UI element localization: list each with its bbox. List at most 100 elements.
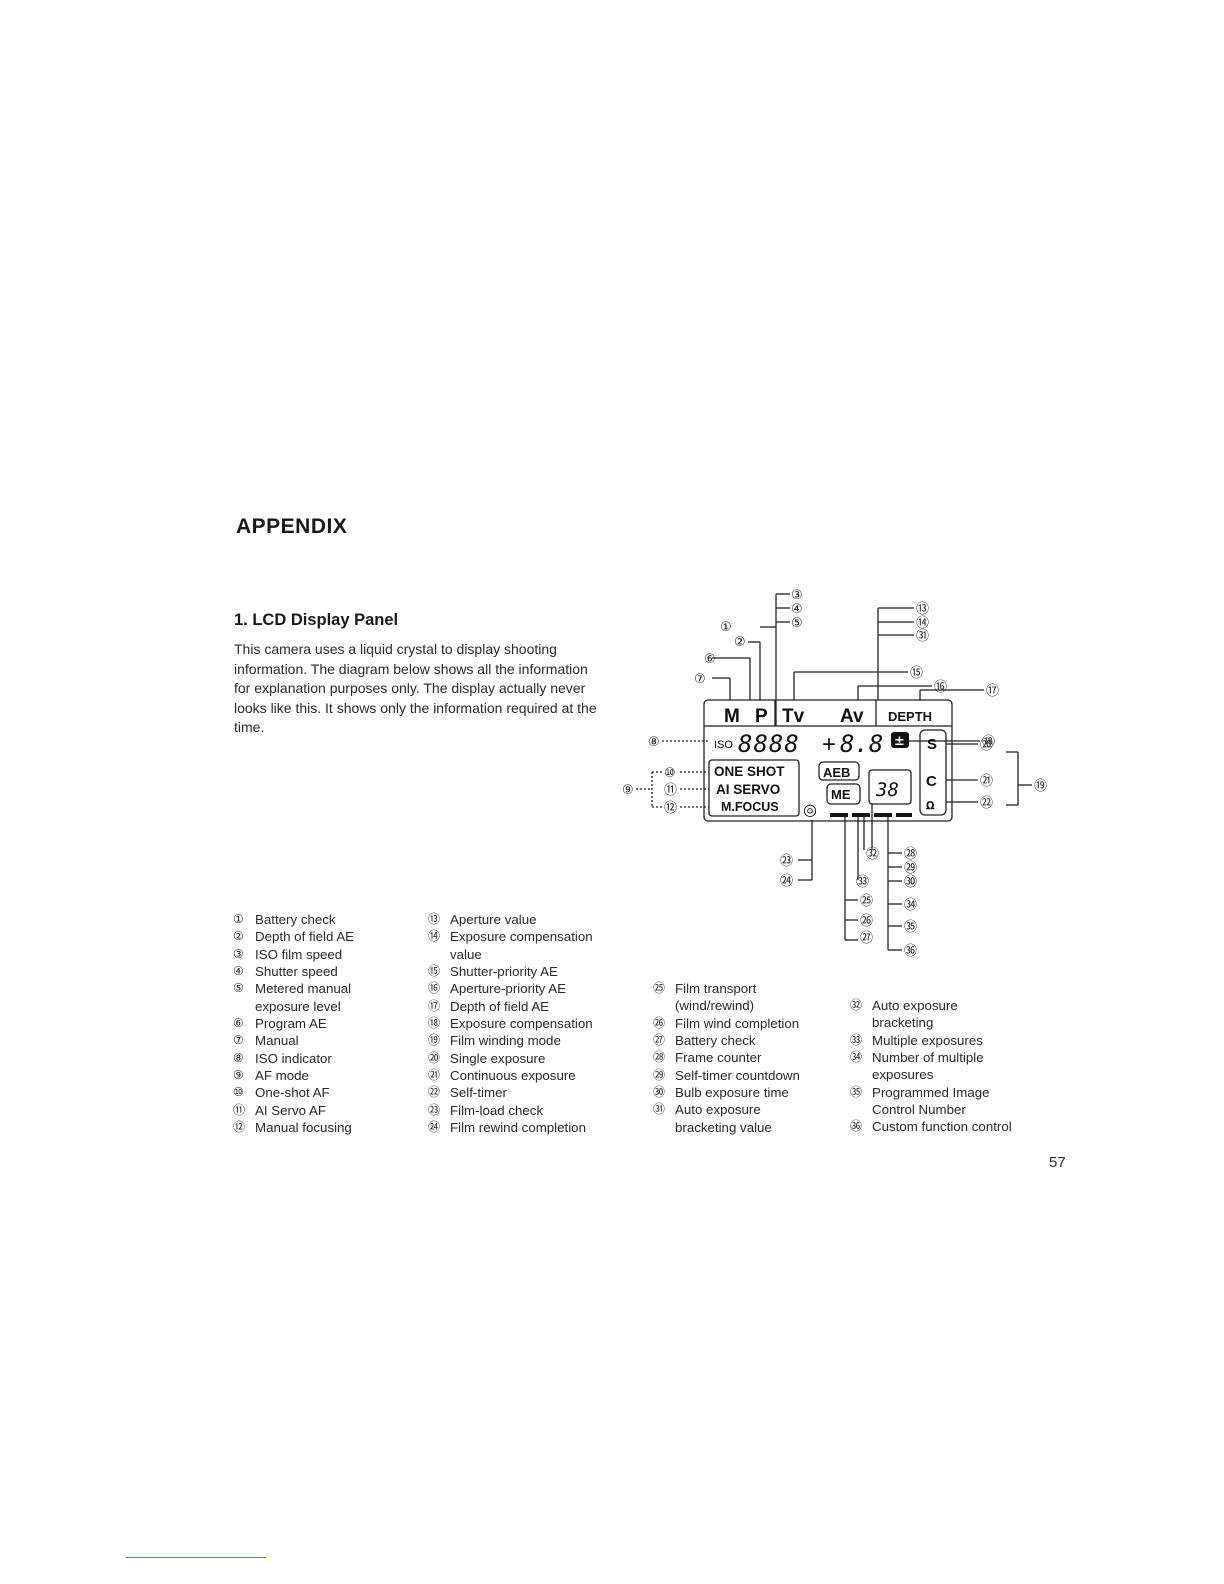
- legend-number: ⑫: [233, 1120, 246, 1135]
- legend-number: ⑱: [428, 1016, 441, 1031]
- legend-text: Depth of field AE: [450, 998, 550, 1014]
- legend-text: Shutter speed: [255, 964, 338, 980]
- legend-number: [428, 946, 450, 963]
- lcd-me: ME: [831, 787, 851, 802]
- legend-number: ㉘: [653, 1050, 666, 1065]
- drive-continuous: C: [926, 773, 937, 790]
- legend-text: Custom function control: [872, 1119, 1012, 1135]
- legend-number: ⑰: [428, 998, 441, 1013]
- legend-number: [850, 1014, 872, 1031]
- film-load-icon: ◎: [803, 800, 817, 819]
- legend-item: (wind/rewind): [653, 997, 843, 1014]
- legend-text: Metered manual: [255, 981, 352, 997]
- legend-number: ⑤: [233, 981, 244, 996]
- legend-number: ①: [233, 912, 244, 926]
- callout-33: ㉝: [856, 875, 869, 890]
- lcd-digits-comp: 8.8: [840, 730, 883, 758]
- legend-number: ⑨: [233, 1068, 244, 1083]
- legend-number: ④: [233, 964, 244, 979]
- lcd-digits-main: 8888: [738, 730, 800, 758]
- legend-number: ㉜: [850, 998, 863, 1012]
- legend-number: [233, 998, 255, 1015]
- callout-10: ⑩: [664, 766, 676, 781]
- legend-item: value: [428, 946, 628, 963]
- callout-3: ③: [791, 588, 803, 603]
- legend-text: (wind/rewind): [675, 998, 755, 1014]
- callout-17: ⑰: [986, 684, 999, 699]
- callout-28: ㉘: [904, 847, 917, 862]
- legend-text: Shutter-priority AE: [450, 964, 558, 980]
- legend-text: Aperture-priority AE: [450, 981, 567, 997]
- lcd-mode-m: M: [724, 706, 740, 727]
- legend-number: [850, 1066, 872, 1083]
- legend-item: ⑳ Single exposure: [428, 1050, 628, 1067]
- legend-number: ⑳: [428, 1050, 441, 1065]
- legend-number: ⑧: [233, 1050, 244, 1065]
- legend-text: Battery check: [675, 1033, 756, 1049]
- legend-text: ISO indicator: [255, 1050, 332, 1066]
- legend-item: ⑧ ISO indicator: [233, 1050, 423, 1067]
- callout-11: ⑪: [664, 783, 677, 798]
- callout-15: ⑮: [910, 666, 923, 681]
- legend-text: Frame counter: [675, 1050, 762, 1066]
- legend-number: ㉝: [850, 1032, 863, 1047]
- callout-9: ⑨: [622, 783, 634, 798]
- legend-number: ⑭: [428, 929, 441, 944]
- callout-21: ㉑: [980, 774, 993, 789]
- legend-number: ⑮: [428, 964, 441, 979]
- lcd-plus: +: [822, 731, 836, 758]
- legend-number: ㉖: [653, 1015, 666, 1030]
- callout-5: ⑤: [791, 616, 803, 631]
- callout-13: ⑬: [916, 602, 929, 617]
- legend-item: ④ Shutter speed: [233, 963, 423, 980]
- legend-text: Multiple exposures: [872, 1032, 983, 1048]
- legend-number: ③: [233, 946, 244, 961]
- page-number: 57: [1049, 1154, 1066, 1171]
- legend-text: Control Number: [872, 1102, 966, 1118]
- legend-number: ㊱: [850, 1119, 863, 1134]
- callout-2: ②: [734, 635, 746, 650]
- lcd-mode-tv: Tv: [782, 706, 805, 727]
- legend-text: One-shot AF: [255, 1085, 330, 1101]
- legend-text: Single exposure: [450, 1050, 546, 1066]
- comp-icon-glyph: ±: [894, 734, 905, 749]
- legend-text: bracketing value: [675, 1119, 772, 1135]
- legend-text: Exposure compensation: [450, 1016, 593, 1032]
- lcd-aeb: AEB: [823, 765, 850, 780]
- legend-text: Continuous exposure: [450, 1068, 576, 1084]
- legend-item: ⑮ Shutter-priority AE: [428, 963, 628, 980]
- lcd-ai-servo: AI SERVO: [716, 782, 780, 797]
- lcd-depth: DEPTH: [888, 709, 932, 724]
- drive-single: S: [927, 736, 937, 753]
- legend-number: ㉞: [850, 1050, 863, 1065]
- lcd-mode-p: P: [755, 706, 768, 727]
- legend-text: Number of multiple: [872, 1050, 984, 1066]
- legend-text: Depth of field AE: [255, 929, 355, 945]
- intro-paragraph: This camera uses a liquid crystal to dis…: [234, 641, 597, 736]
- legend-number: ⑥: [233, 1016, 244, 1031]
- callout-16: ⑯: [934, 680, 947, 695]
- legend-text: Self-timer countdown: [675, 1067, 800, 1083]
- legend-number: ⑪: [233, 1102, 246, 1117]
- legend-text: Bulb exposure time: [675, 1085, 789, 1101]
- lcd-counter: 38: [875, 779, 899, 801]
- footer-rule: [126, 1557, 266, 1558]
- legend-text: Program AE: [255, 1016, 327, 1032]
